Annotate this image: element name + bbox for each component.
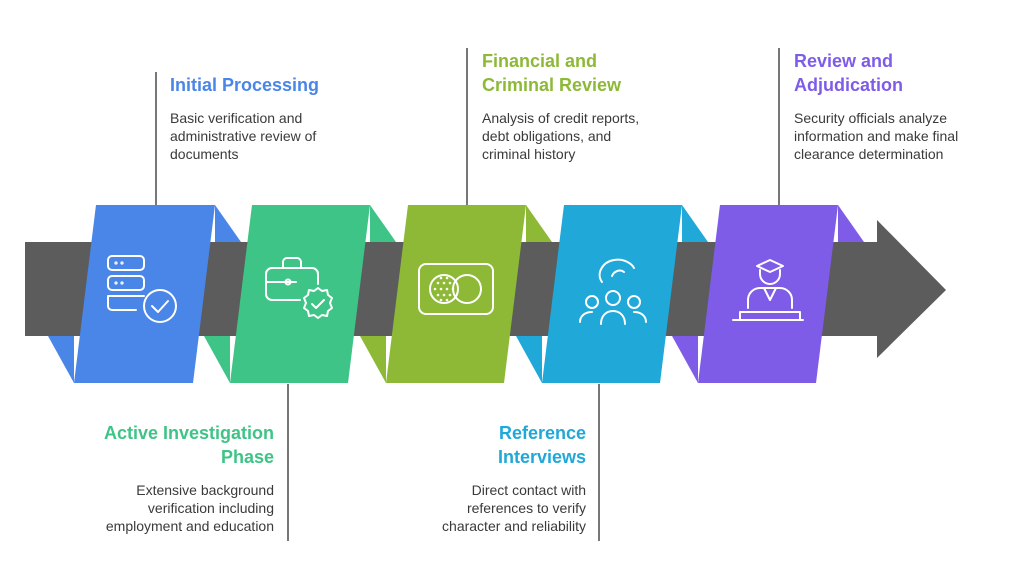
server-check-icon	[107, 255, 177, 323]
credit-card-icon	[418, 263, 494, 315]
step-2-fold-top	[370, 205, 396, 242]
step-3-body	[386, 205, 526, 383]
step-1-panel	[48, 205, 241, 383]
step-5-panel	[672, 205, 864, 383]
step-4-body	[542, 205, 682, 383]
step-4-title: Reference Interviews	[497, 423, 586, 467]
step-3-label: Financial and Criminal Review Analysis o…	[482, 49, 702, 163]
step-4-fold-top	[682, 205, 708, 242]
step-2-description: Extensive background verification includ…	[105, 482, 274, 534]
step-2-label: Active Investigation Phase Extensive bac…	[54, 421, 274, 535]
step-5-label: Review and Adjudication Security officia…	[794, 49, 1009, 163]
arrow-head	[877, 220, 946, 358]
step-1-body	[74, 205, 215, 383]
step-3-description: Analysis of credit reports, debt obligat…	[482, 110, 640, 162]
step-4-fold-bottom	[516, 336, 542, 383]
step-2-body	[230, 205, 370, 383]
step-4-description: Direct contact with references to verify…	[442, 482, 586, 534]
step-2-title: Active Investigation Phase	[103, 423, 274, 467]
step-1-label: Initial Processing Basic verification an…	[170, 73, 390, 163]
step-2-panel	[204, 205, 396, 383]
step-5-description: Security officials analyze information a…	[794, 110, 959, 162]
step-4-panel	[516, 205, 708, 383]
step-1-fold-bottom	[48, 336, 74, 383]
step-3-fold-top	[526, 205, 552, 242]
officer-desk-icon	[732, 259, 804, 321]
step-1-description: Basic verification and administrative re…	[170, 110, 317, 162]
step-3-fold-bottom	[360, 336, 386, 383]
step-5-fold-top	[838, 205, 864, 242]
group-talk-icon	[579, 258, 647, 325]
step-1-fold-top	[215, 205, 241, 242]
briefcase-badge-icon	[265, 257, 333, 319]
step-4-label: Reference Interviews Direct contact with…	[366, 421, 586, 535]
step-2-fold-bottom	[204, 336, 230, 383]
step-3-title: Financial and Criminal Review	[482, 51, 622, 95]
step-5-fold-bottom	[672, 336, 698, 383]
step-3-panel	[360, 205, 552, 383]
step-1-title: Initial Processing	[170, 75, 320, 95]
step-5-title: Review and Adjudication	[794, 51, 903, 95]
